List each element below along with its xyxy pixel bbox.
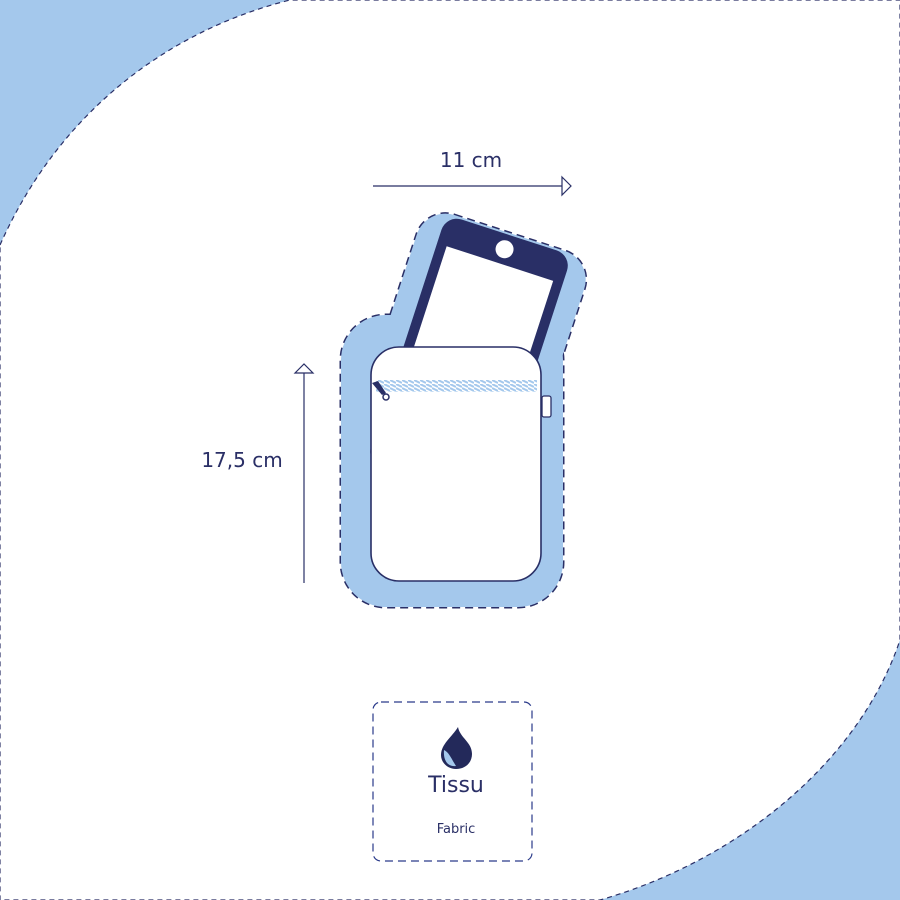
material-card xyxy=(372,701,533,862)
pocket xyxy=(370,346,542,582)
water-drop-icon xyxy=(441,727,472,769)
phone-camera xyxy=(495,240,514,259)
height-arrow xyxy=(293,363,315,583)
zipper-pull-icon xyxy=(372,381,390,401)
width-label: 11 cm xyxy=(439,148,503,172)
side-tab xyxy=(541,395,552,418)
width-arrow xyxy=(373,175,572,197)
height-label: 17,5 cm xyxy=(201,448,283,472)
material-subtitle: Fabric xyxy=(436,822,476,837)
material-title: Tissu xyxy=(428,773,484,798)
zipper xyxy=(376,380,537,392)
